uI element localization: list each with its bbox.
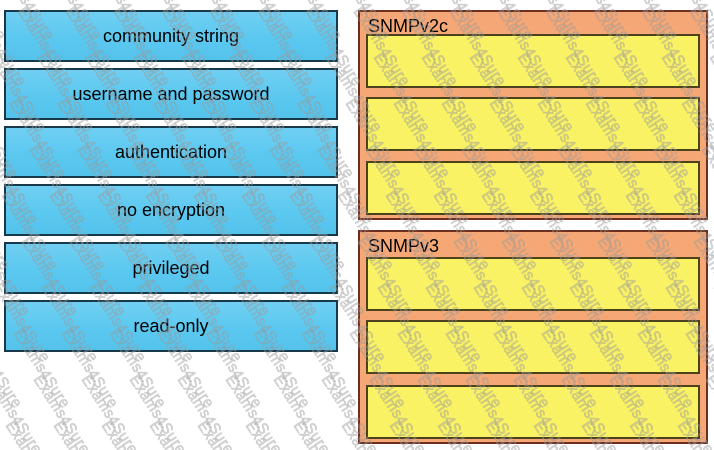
token-read-only[interactable]: read-only [4,300,338,352]
watermark-text: Exams4Sure [97,418,161,450]
snmpv2c-drop-slot-3[interactable] [366,161,700,215]
token-no-encryption[interactable]: no encryption [4,184,338,236]
watermark-text: Exams4Sure [173,372,285,450]
token-label: authentication [114,141,228,162]
watermark-text: Exams4Sure [193,418,257,450]
watermark-text: Exams4Sure [0,372,46,450]
token-label: community string [102,25,240,46]
snmpv3-drop-slot-3[interactable] [366,385,700,439]
token-label: username and password [72,83,270,104]
token-username-and-password[interactable]: username and password [4,68,338,120]
watermark-text: Exams4Sure [77,372,189,450]
watermark-text: Exams4Sure [29,372,141,450]
snmpv3-drop-slot-2[interactable] [366,320,700,374]
group-snmpv3: SNMPv3 [358,230,708,444]
snmpv3-drop-slot-1[interactable] [366,257,700,311]
token-privileged[interactable]: privileged [4,242,338,294]
snmpv2c-drop-slot-2[interactable] [366,97,700,151]
watermark-text: Exams4Sure [0,372,93,450]
token-label: privileged [132,257,210,278]
watermark-text: Exams4Sure [1,418,65,450]
token-authentication[interactable]: authentication [4,126,338,178]
watermark-text: Exams4Sure [661,280,714,366]
watermark-text: Exams4Sure [221,372,333,450]
watermark-text: Exams4Sure [0,50,2,136]
watermark-text: Exams4Sure [289,418,353,450]
watermark-text: Exams4Sure [241,418,305,450]
token-label: no encryption [116,199,226,220]
token-label: read-only [133,315,209,336]
watermark-text: Exams4Sure [49,418,113,450]
watermark-text: Exams4Sure [0,418,18,450]
token-community-string[interactable]: community string [4,10,338,62]
watermark-text: Exams4Sure [145,418,209,450]
watermark-text: Exams4Sure [125,372,237,450]
group-title-snmpv2c: SNMPv2c [368,16,449,36]
snmpv2c-drop-slot-1[interactable] [366,34,700,88]
group-snmpv2c: SNMPv2c [358,10,708,220]
group-title-snmpv3: SNMPv3 [368,236,440,256]
